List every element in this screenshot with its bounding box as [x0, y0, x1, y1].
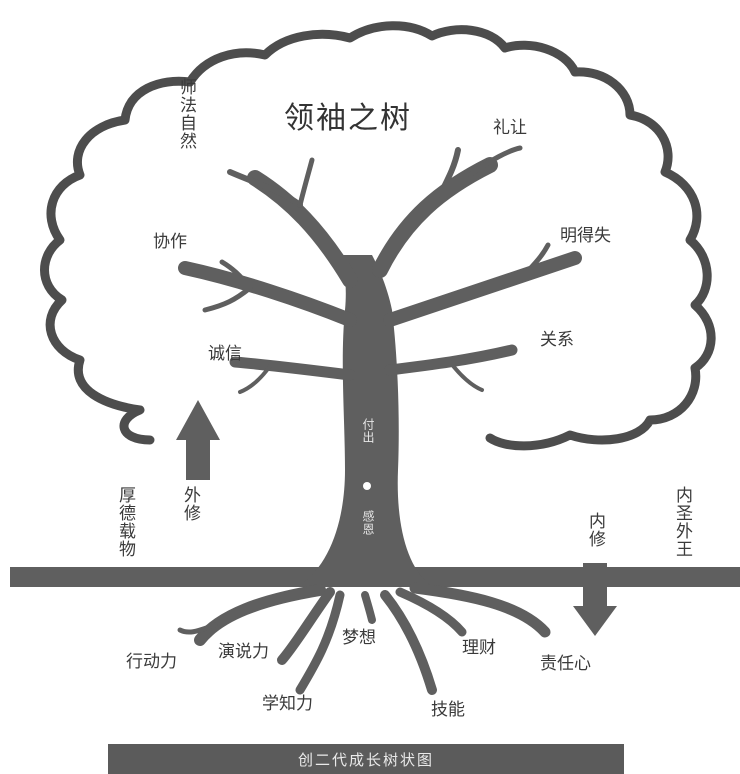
label-relations: 关系 — [540, 330, 574, 350]
trunk-label-upper: 付出 — [361, 418, 375, 444]
outer-arrow — [176, 400, 220, 480]
inner-arrow — [573, 563, 617, 636]
label-finance: 理财 — [462, 638, 496, 658]
label-gain-loss: 明得失 — [560, 226, 611, 246]
label-teamwork: 协作 — [153, 232, 187, 252]
label-shifa-ziran: 师法自然 — [176, 78, 196, 150]
label-skills: 技能 — [431, 700, 465, 720]
trunk-dot — [363, 482, 371, 490]
label-speech: 演说力 — [218, 642, 269, 662]
label-outer-cultivation: 外修 — [180, 486, 200, 522]
label-inner-cultivation: 内修 — [585, 512, 605, 548]
label-courtesy: 礼让 — [493, 118, 527, 138]
label-action: 行动力 — [126, 652, 177, 672]
label-responsibility: 责任心 — [540, 654, 591, 674]
label-right-side: 内圣外王 — [672, 486, 692, 558]
label-dream: 梦想 — [342, 628, 376, 648]
tree-roots — [177, 582, 551, 695]
label-left-side: 厚德载物 — [115, 486, 135, 558]
tree-trunk — [300, 255, 430, 585]
label-learning: 学知力 — [262, 694, 313, 714]
caption-bar: 创二代成长树状图 — [108, 744, 624, 774]
tree-branches — [178, 145, 582, 394]
caption-text: 创二代成长树状图 — [297, 751, 434, 769]
diagram-title: 领袖之树 — [284, 101, 412, 136]
label-integrity: 诚信 — [208, 344, 242, 364]
trunk-label-lower: 感恩 — [361, 510, 375, 536]
crown-outline — [40, 21, 716, 451]
